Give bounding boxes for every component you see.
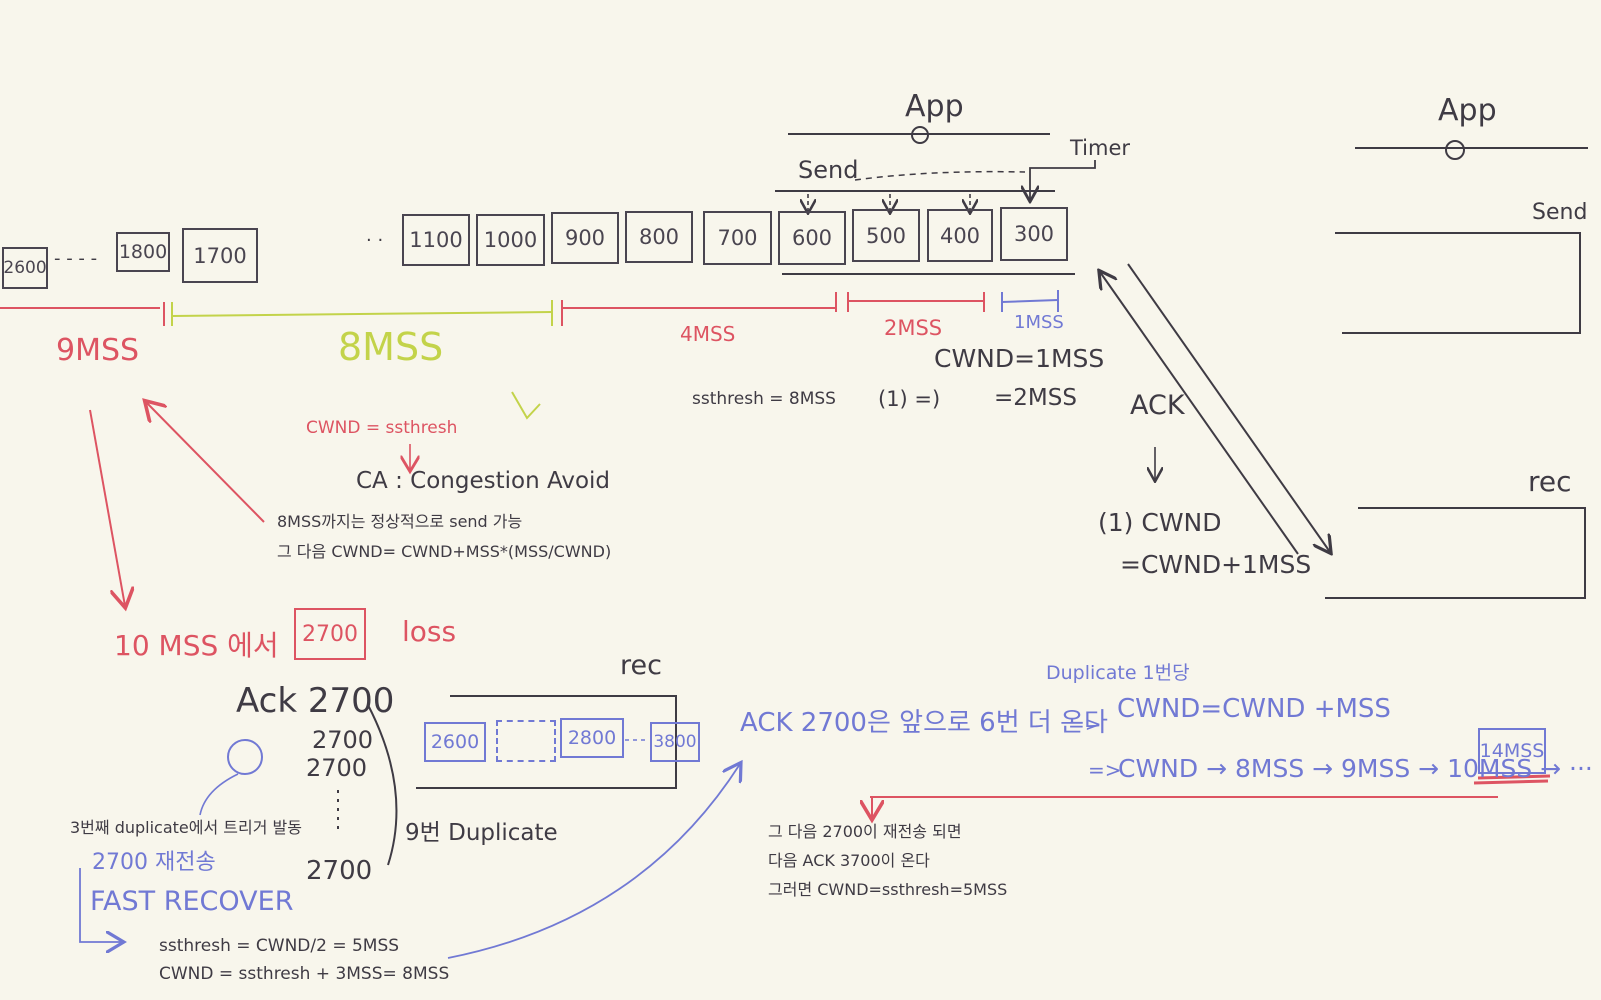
segments-ellipsis-mid: · ·: [366, 230, 384, 251]
arrow-to-9mss: [146, 402, 265, 523]
segments-ellipsis-left: - - - -: [54, 248, 98, 269]
right-send-buffer: [1335, 232, 1581, 334]
loss-prefix: 10 MSS 에서: [114, 629, 279, 662]
segment-box: 1700: [182, 228, 258, 283]
segment-box: 1100: [402, 214, 470, 266]
ack-label: ACK: [1130, 390, 1185, 421]
timer-arrow: [1030, 160, 1096, 200]
ssthresh-note: ssthresh = 8MSS: [692, 389, 836, 409]
normal-send-note: 8MSS까지는 정상적으로 send 가능: [277, 512, 523, 531]
after-note-2: 다음 ACK 3700이 온다: [768, 851, 930, 870]
rec-segment-box: 3800: [650, 722, 700, 762]
rec-segment-box: 2600: [424, 722, 486, 762]
arrow-to-loss: [89, 409, 125, 606]
segment-box: 500: [852, 209, 920, 262]
app-block-center: [775, 126, 1096, 275]
loss-rec-buffer: [416, 695, 677, 789]
segment-box: 300: [1000, 207, 1068, 261]
app-label-center: App: [905, 89, 964, 124]
segment-box: 900: [551, 212, 619, 264]
right-rec-buffer: [1325, 507, 1586, 599]
green-check-arrow: [511, 391, 541, 420]
cwnd-progression: CWND → 8MSS → 9MSS → 10MSS → ··· →: [1118, 754, 1601, 783]
final-cwnd-box: 14MSS: [1478, 728, 1546, 774]
cwnd-plus-3mss-note: CWND = ssthresh + 3MSS= 8MSS: [159, 964, 450, 984]
after-note-3: 그러면 CWND=ssthresh=5MSS: [768, 880, 1008, 899]
send-label: Send: [798, 156, 859, 184]
bar-1mss: [1001, 299, 1059, 303]
cwnd-2mss-note: =2MSS: [994, 385, 1077, 411]
ack-cwnd-note-2: =CWND+1MSS: [1120, 550, 1312, 579]
underline-14mss: [1477, 774, 1551, 780]
segment-box: 1000: [476, 214, 545, 266]
segment-box: 1800: [116, 232, 170, 272]
ssthresh-half-note: ssthresh = CWND/2 = 5MSS: [159, 936, 400, 956]
fast-recover-note: FAST RECOVER: [90, 886, 294, 917]
next-cwnd-note: 그 다음 CWND= CWND+MSS*(MSS/CWND): [277, 542, 612, 561]
send-dashed-path: [854, 170, 1026, 181]
window-label-8mss: 8MSS: [338, 325, 444, 369]
congestion-avoid-note: CA : Congestion Avoid: [356, 468, 611, 494]
app-label-right: App: [1438, 93, 1497, 128]
duplicate-header: Duplicate 1번당: [1046, 662, 1190, 684]
arrow-1: =>: [1068, 712, 1102, 736]
arrow-2: =>: [1088, 758, 1122, 782]
ack-cwnd-note-1: (1) CWND: [1098, 508, 1222, 537]
cwnd-1mss-note: CWND=1MSS: [934, 344, 1105, 373]
timer-label: Timer: [1070, 136, 1131, 160]
app-socket-icon: [911, 126, 929, 144]
loss-rec-label: rec: [620, 650, 662, 681]
segment-box: 700: [703, 211, 772, 265]
window-label-4mss: 4MSS: [680, 322, 736, 346]
cwnd-eq-ssthresh-note: CWND = ssthresh: [306, 418, 458, 438]
ack-value: 2700: [306, 754, 368, 782]
app-block-right: [1325, 140, 1588, 599]
segment-box: 800: [625, 211, 693, 263]
ack-value: 2700: [312, 726, 374, 754]
ack-future-note: ACK 2700은 앞으로 6번 더 온다: [740, 708, 1108, 738]
ack-value: 2700: [306, 856, 373, 886]
window-label-2mss: 2MSS: [884, 316, 943, 340]
cwnd-plus-mss-note: CWND=CWND +MSS: [1117, 694, 1391, 724]
bar-8mss: [171, 311, 553, 317]
lost-segment-box: 2700: [294, 608, 366, 660]
data-arrow-to-rec: [1127, 263, 1330, 552]
segment-box: 600: [778, 211, 846, 265]
rec-segment-box: 2800: [560, 718, 624, 758]
window-label-9mss: 9MSS: [56, 333, 140, 368]
send-label-right: Send: [1532, 200, 1588, 225]
trigger-circle-icon: [227, 739, 263, 775]
segment-box: 2600: [2, 247, 48, 289]
after-note-1: 그 다음 2700이 재전송 되면: [768, 822, 962, 841]
ack-arrow-to-send: [1100, 272, 1299, 555]
trigger-note: 3번째 duplicate에서 트리거 발동: [70, 818, 302, 837]
segment-box: 400: [927, 209, 993, 262]
window-bars: [0, 290, 1059, 326]
rec-label-right: rec: [1528, 465, 1572, 498]
cwnd-to-ack-arrow: [447, 764, 740, 959]
step-note: (1) =): [878, 387, 941, 411]
loss-word: loss: [402, 615, 457, 648]
retransmit-note: 2700 재전송: [92, 850, 216, 875]
window-label-1mss: 1MSS: [1014, 312, 1064, 333]
ack-2700-header: Ack 2700: [236, 681, 395, 721]
nine-duplicate-note: 9번 Duplicate: [405, 820, 558, 846]
fast-recover-arrow: [79, 868, 122, 942]
right-app-socket-icon: [1445, 140, 1465, 160]
rec-segment-box-missing: [496, 720, 556, 762]
trigger-pointer: [199, 773, 239, 816]
duplicate-brace: [367, 704, 398, 866]
